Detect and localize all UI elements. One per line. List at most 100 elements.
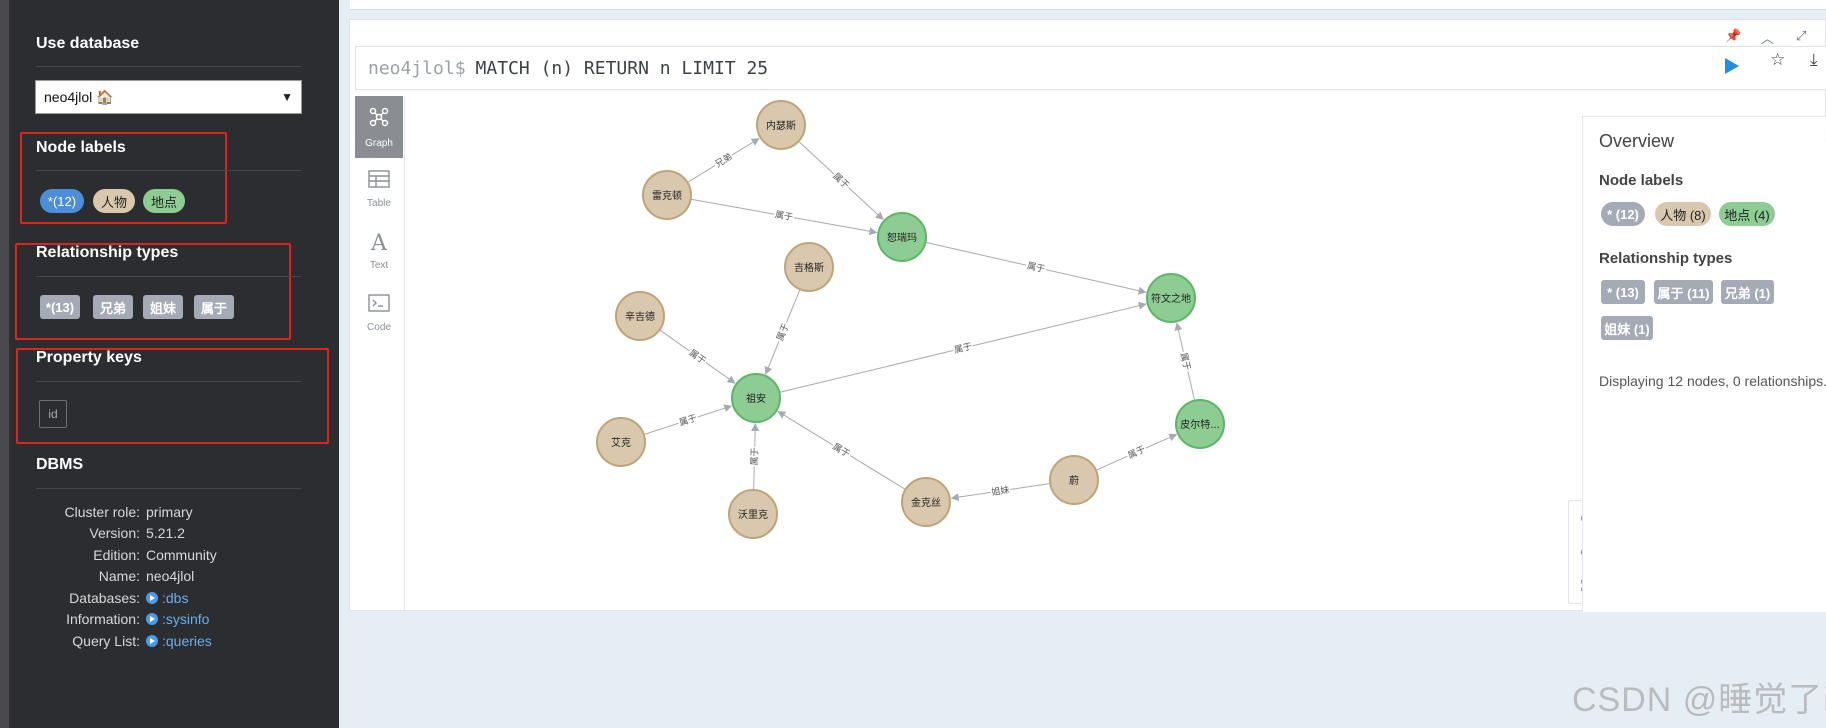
overview-rel-tag[interactable]: 属于 (11) — [1654, 280, 1713, 304]
relationship-type-tag[interactable]: *(13) — [40, 295, 80, 319]
relationship-types-title: Relationship types — [36, 244, 179, 261]
overview-title: Overview — [1599, 131, 1675, 151]
tab-table[interactable]: Table — [355, 158, 403, 220]
overview-node-pill-all[interactable]: * (12) — [1601, 202, 1645, 226]
edge-label-background — [989, 483, 1012, 499]
database-select[interactable]: neo4jlol 🏠 ▼ — [35, 80, 302, 114]
dbms-value: 5.21.2 — [146, 525, 185, 541]
divider — [36, 488, 301, 489]
edge-label-background — [711, 149, 736, 171]
edge-label-background — [1024, 259, 1048, 276]
query-editor[interactable]: neo4jlol$ MATCH (n) RETURN n LIMIT 25 — [355, 46, 1826, 90]
download-icon[interactable]: ⤓ — [1810, 50, 1818, 69]
dbms-key: Information: — [66, 611, 140, 627]
graph-node-person[interactable] — [784, 242, 834, 292]
edge-label-background — [748, 446, 761, 467]
graph-node-label: 恕瑞玛 — [887, 231, 917, 244]
divider — [36, 170, 301, 171]
overview-rel-tag[interactable]: * (13) — [1601, 280, 1645, 304]
relationship-type-tag[interactable]: 姐妹 — [143, 295, 183, 319]
graph-node-label: 雷克顿 — [652, 189, 682, 202]
dbms-key: Query List: — [72, 633, 140, 649]
annotation-box-property-keys — [16, 348, 329, 444]
tab-code[interactable]: Code — [355, 282, 403, 344]
pin-icon[interactable]: 📌 — [1725, 28, 1742, 43]
overview-node-labels-title: Node labels — [1599, 172, 1684, 189]
graph-node-person[interactable] — [596, 417, 646, 467]
link-text: :queries — [162, 633, 212, 649]
pill-text: * (12) — [1607, 206, 1639, 222]
relationship-type-tag[interactable]: 属于 — [194, 295, 234, 319]
node-label-text: *(12) — [47, 193, 77, 209]
graph-node-label: 皮尔特... — [1180, 418, 1220, 431]
dbms-key: Cluster role: — [64, 504, 140, 520]
graph-node-place[interactable] — [1175, 399, 1225, 449]
fullscreen-icon[interactable]: ⤢ — [1796, 28, 1807, 43]
relationship-type-tag[interactable]: 兄弟 — [93, 295, 133, 319]
queries-link[interactable]: :queries — [146, 633, 212, 649]
annotation-box-relationship-types — [15, 243, 291, 340]
property-keys-title: Property keys — [36, 349, 142, 366]
edge-label: 姐妹 — [991, 484, 1011, 499]
graph-node-place[interactable] — [731, 373, 781, 423]
editor-query[interactable]: MATCH (n) RETURN n LIMIT 25 — [475, 57, 769, 79]
overview-rel-tag[interactable]: 姐妹 (1) — [1601, 316, 1653, 340]
edge-label-background — [951, 339, 975, 357]
edge-label-background — [829, 169, 853, 192]
visualization-tabs: Graph Table A Text Code — [355, 96, 405, 610]
property-key-tag[interactable]: id — [39, 400, 67, 428]
tab-label: Graph — [365, 137, 393, 149]
graph-node-label: 符文之地 — [1151, 292, 1191, 305]
overview-node-pill-person[interactable]: 人物 (8) — [1655, 202, 1711, 226]
database-select-value: neo4jlol 🏠 — [44, 88, 114, 105]
favorite-star-icon[interactable]: ☆ — [1770, 50, 1786, 69]
use-database-title: Use database — [36, 35, 140, 52]
dbms-value: Community — [146, 547, 217, 563]
dbms-key: Name: — [98, 568, 140, 584]
code-icon — [368, 293, 390, 318]
tab-graph[interactable]: Graph — [355, 96, 403, 158]
text-icon: A — [371, 230, 387, 256]
graph-node-person[interactable] — [1049, 455, 1099, 505]
node-label-pill-person[interactable]: 人物 — [93, 189, 135, 213]
edge-label-background — [1124, 442, 1149, 462]
tab-text[interactable]: A Text — [355, 220, 403, 282]
overview-node-pill-place[interactable]: 地点 (4) — [1719, 202, 1775, 226]
edge-label-background — [676, 411, 700, 429]
dbms-key: Edition: — [93, 547, 140, 563]
node-label-pill-all[interactable]: *(12) — [40, 189, 84, 213]
edge-label-background — [685, 346, 710, 368]
overview-display-text: Displaying 12 nodes, 0 relationships. — [1599, 373, 1826, 389]
node-label-pill-place[interactable]: 地点 — [143, 189, 185, 213]
graph-node-label: 金克丝 — [911, 496, 941, 509]
dbms-value: primary — [146, 504, 193, 520]
graph-node-person[interactable] — [901, 477, 951, 527]
edge-label-background — [773, 208, 795, 224]
link-text: :sysinfo — [162, 611, 210, 627]
run-query-button[interactable] — [1725, 58, 1739, 74]
edge-label-background — [1177, 350, 1194, 373]
edge-label: 属于 — [1178, 352, 1193, 372]
collapse-icon[interactable]: ︿ — [1761, 31, 1775, 46]
databases-link[interactable]: :dbs — [146, 590, 188, 606]
graph-node-person[interactable] — [756, 100, 806, 150]
play-icon — [146, 613, 158, 625]
graph-icon — [368, 106, 390, 134]
edge-label: 属于 — [953, 341, 973, 356]
pill-text: 地点 (4) — [1724, 207, 1770, 223]
annotation-box-node-labels — [20, 132, 227, 224]
graph-node-place[interactable] — [877, 212, 927, 262]
graph-node-person[interactable] — [642, 170, 692, 220]
sysinfo-link[interactable]: :sysinfo — [146, 611, 209, 627]
tab-label: Code — [367, 321, 391, 333]
graph-node-label: 吉格斯 — [794, 261, 824, 274]
graph-node-label: 蔚 — [1069, 475, 1079, 487]
overview-rel-tag[interactable]: 兄弟 (1) — [1721, 280, 1774, 304]
pill-text: 人物 (8) — [1660, 207, 1706, 223]
graph-node-person[interactable] — [615, 291, 665, 341]
graph-node-person[interactable] — [728, 489, 778, 539]
graph-node-place[interactable] — [1146, 273, 1196, 323]
editor-prompt: neo4jlol$ — [368, 57, 466, 79]
tab-label: Text — [369, 259, 389, 271]
